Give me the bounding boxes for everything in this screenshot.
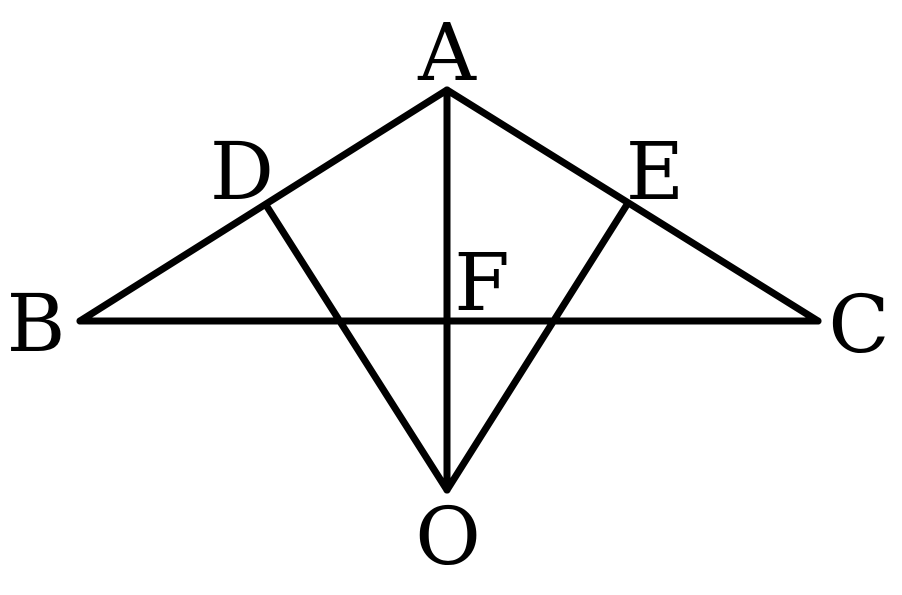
point-label-b: B [7, 277, 66, 370]
segment-do [262, 201, 451, 494]
point-label-d: D [210, 125, 274, 218]
segment-ac [443, 86, 822, 325]
segment-eo [443, 199, 632, 494]
point-label-c: C [828, 278, 889, 371]
point-label-a: A [417, 6, 477, 99]
point-label-e: E [626, 125, 684, 218]
point-label-f: F [454, 236, 510, 329]
point-label-o: O [415, 490, 481, 583]
